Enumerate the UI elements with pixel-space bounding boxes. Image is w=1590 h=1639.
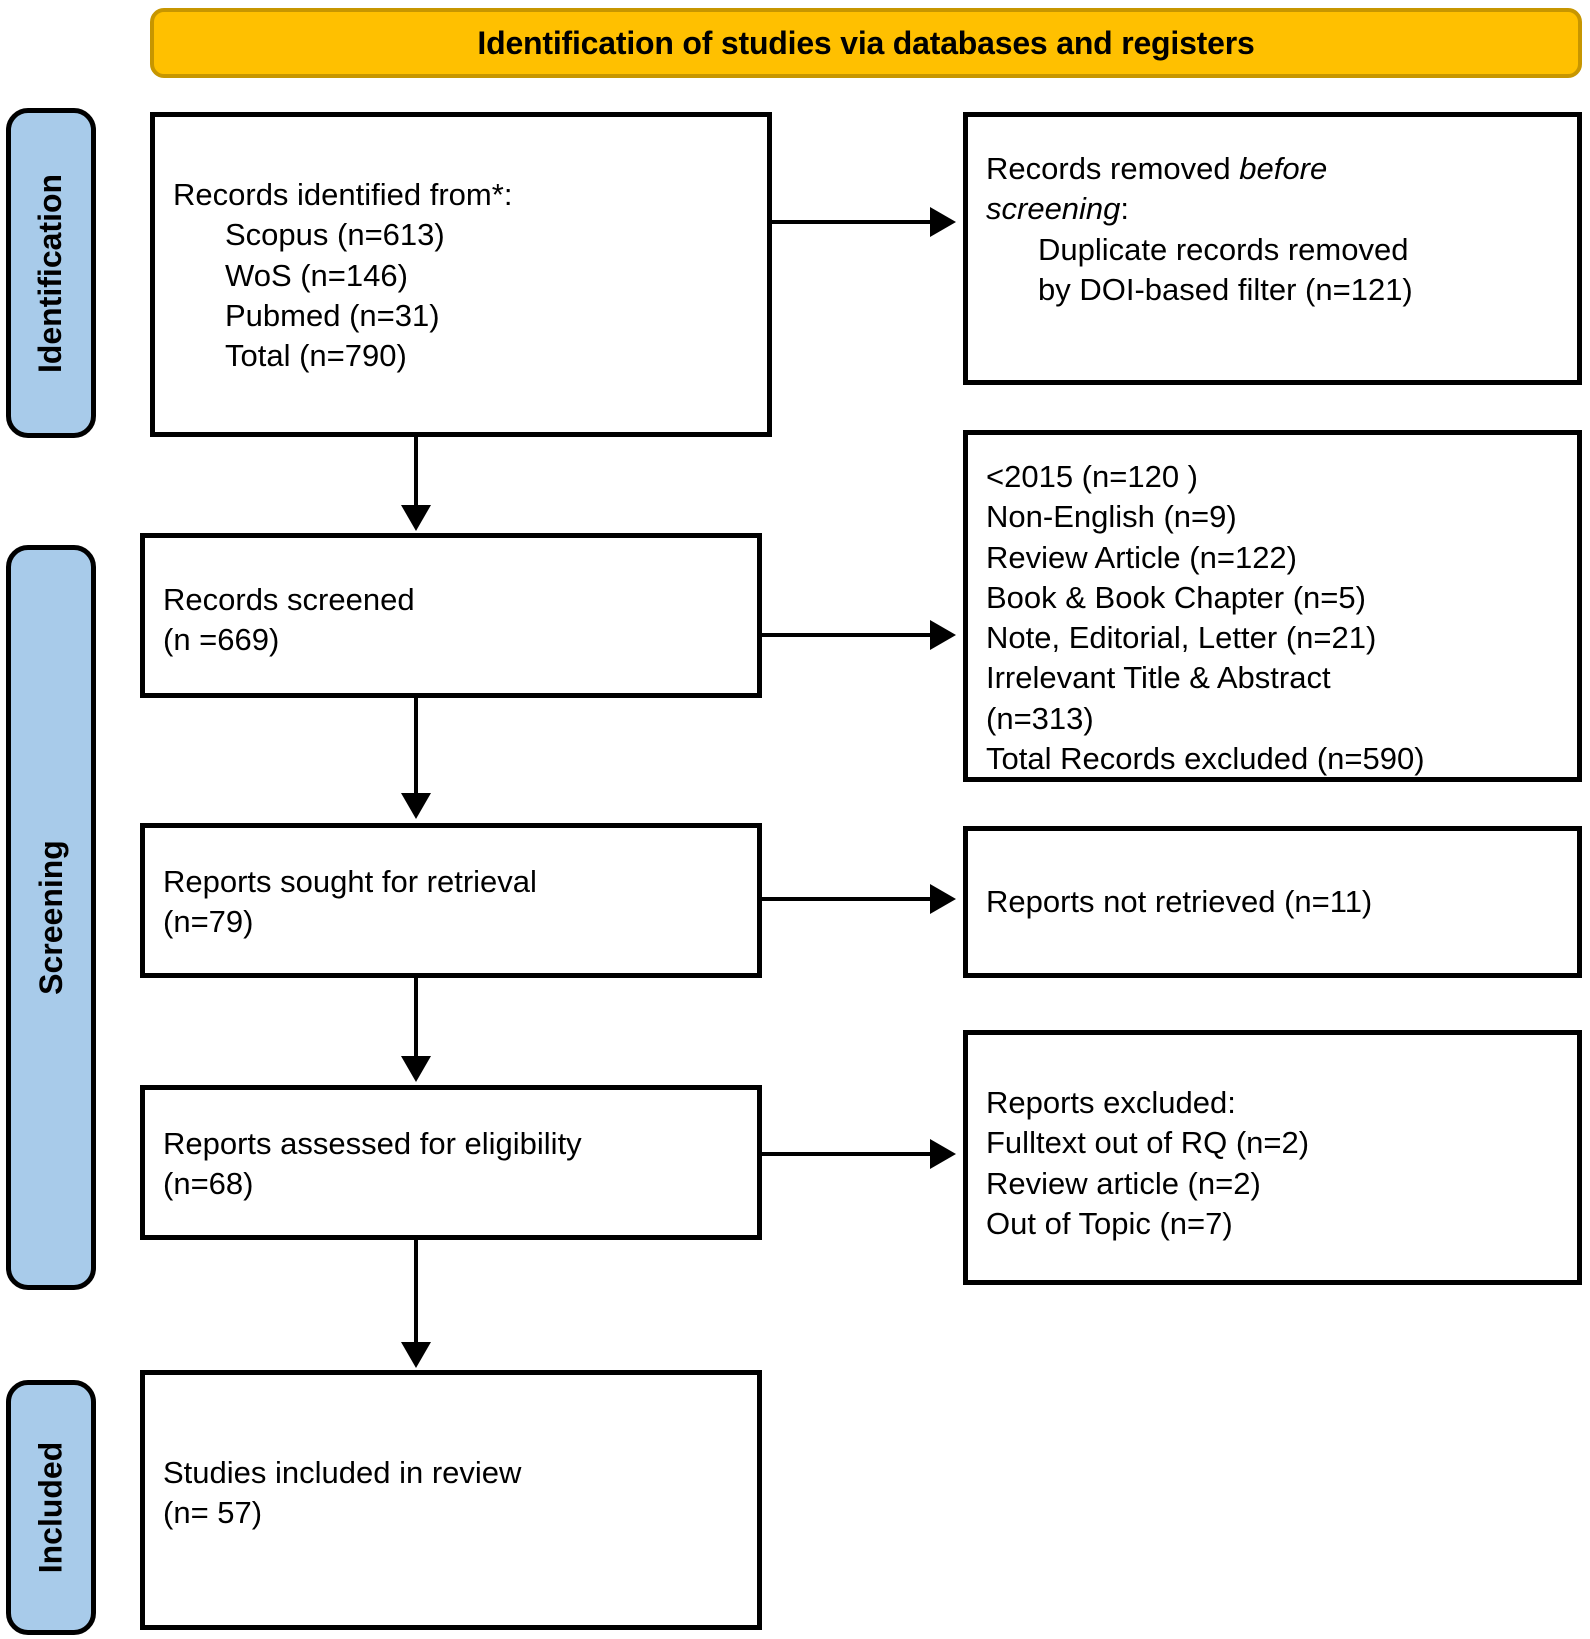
stage-label-screening: Screening	[6, 545, 96, 1290]
reports-excluded-fulltext-rq: Fulltext out of RQ (n=2)	[986, 1125, 1310, 1161]
box-reports-sought: Reports sought for retrieval (n=79)	[140, 823, 762, 978]
reports-excluded-review-article: Review article (n=2)	[986, 1165, 1261, 1201]
arrow-shaft	[414, 1240, 418, 1344]
arrow-head-down-icon	[401, 505, 431, 531]
reports-excluded-heading: Reports excluded:	[986, 1085, 1236, 1120]
reports-sought-count: (n=79)	[163, 904, 254, 940]
records-identified-total: Total (n=790)	[225, 338, 407, 374]
arrow-head-down-icon	[401, 1342, 431, 1368]
records-removed-heading-colon: :	[1120, 191, 1130, 227]
diagram-header-banner: Identification of studies via databases …	[150, 8, 1582, 78]
records-removed-heading-italic-before: before	[1239, 151, 1328, 186]
stage-label-included-text: Included	[32, 1441, 69, 1574]
arrow-shaft	[414, 978, 418, 1058]
arrow-head-right-icon	[930, 620, 956, 650]
arrow-shaft	[414, 437, 418, 507]
records-identified-pubmed: Pubmed (n=31)	[225, 297, 440, 333]
records-identified-scopus: Scopus (n=613)	[225, 217, 445, 253]
reports-sought-label: Reports sought for retrieval	[163, 864, 537, 899]
arrow-head-right-icon	[930, 1139, 956, 1169]
records-removed-heading-italic-screening: screening	[986, 191, 1121, 227]
arrow-shaft	[762, 633, 932, 637]
box-records-screened: Records screened (n =669)	[140, 533, 762, 698]
reports-excluded-out-of-topic: Out of Topic (n=7)	[986, 1205, 1233, 1241]
arrow-shaft	[762, 1152, 932, 1156]
records-identified-wos: WoS (n=146)	[225, 257, 408, 293]
arrow-shaft	[414, 698, 418, 795]
box-records-removed: Records removed before screening: Duplic…	[963, 112, 1582, 385]
studies-included-count: (n= 57)	[163, 1495, 263, 1531]
stage-label-included: Included	[6, 1380, 96, 1635]
records-identified-heading: Records identified from*:	[173, 177, 513, 212]
records-excluded-review-article: Review Article (n=122)	[986, 539, 1297, 575]
records-excluded-pre2015: <2015 (n=120 )	[986, 459, 1199, 494]
records-excluded-note-editorial-letter: Note, Editorial, Letter (n=21)	[986, 620, 1377, 656]
box-reports-assessed: Reports assessed for eligibility (n=68)	[140, 1085, 762, 1240]
records-excluded-total: Total Records excluded (n=590)	[986, 741, 1425, 777]
records-excluded-irrelevant-line1: Irrelevant Title & Abstract	[986, 660, 1331, 696]
studies-included-label: Studies included in review	[163, 1455, 522, 1490]
arrow-head-down-icon	[401, 1056, 431, 1082]
reports-not-retrieved-label: Reports not retrieved (n=11)	[986, 883, 1373, 919]
arrow-head-down-icon	[401, 793, 431, 819]
arrow-head-right-icon	[930, 884, 956, 914]
reports-assessed-count: (n=68)	[163, 1166, 254, 1202]
stage-label-identification: Identification	[6, 108, 96, 438]
arrow-head-right-icon	[930, 207, 956, 237]
box-records-identified: Records identified from*: Scopus (n=613)…	[150, 112, 772, 437]
reports-assessed-label: Reports assessed for eligibility	[163, 1126, 582, 1161]
stage-label-screening-text: Screening	[32, 840, 69, 995]
records-removed-duplicates-line1: Duplicate records removed	[1038, 231, 1409, 267]
records-screened-count: (n =669)	[163, 622, 280, 658]
box-records-excluded: <2015 (n=120 ) Non-English (n=9) Review …	[963, 430, 1582, 782]
box-studies-included: Studies included in review (n= 57)	[140, 1370, 762, 1630]
records-excluded-book-chapter: Book & Book Chapter (n=5)	[986, 579, 1366, 615]
records-excluded-non-english: Non-English (n=9)	[986, 499, 1237, 535]
arrow-shaft	[762, 897, 932, 901]
box-reports-excluded: Reports excluded: Fulltext out of RQ (n=…	[963, 1030, 1582, 1285]
records-removed-heading-plain: Records removed	[986, 151, 1240, 186]
arrow-shaft	[772, 220, 932, 224]
records-removed-heading-line1: Records removed before	[986, 149, 1559, 189]
records-removed-duplicates-line2: by DOI-based filter (n=121)	[1038, 271, 1413, 307]
stage-label-identification-text: Identification	[32, 173, 69, 373]
box-reports-not-retrieved: Reports not retrieved (n=11)	[963, 826, 1582, 978]
records-removed-heading-line2: screening:	[986, 189, 1559, 229]
records-screened-label: Records screened	[163, 582, 415, 617]
records-excluded-irrelevant-line2: (n=313)	[986, 700, 1094, 736]
diagram-title: Identification of studies via databases …	[477, 24, 1255, 61]
